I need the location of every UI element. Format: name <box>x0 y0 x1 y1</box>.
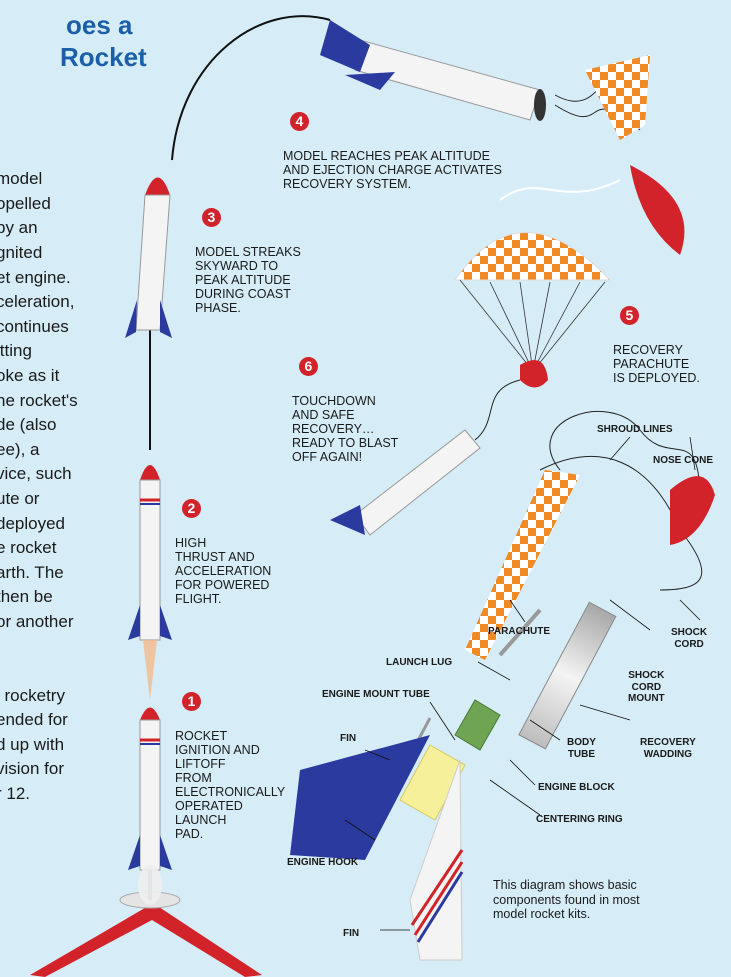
step-5: 5 RECOVERY PARACHUTE IS DEPLOYED. <box>613 292 700 399</box>
body-text-line: arth. The <box>0 561 136 586</box>
step-number-badge: 5 <box>620 306 639 325</box>
body-text-line: model <box>0 167 136 192</box>
step-number-badge: 1 <box>182 692 201 711</box>
body-text-line: ee), a <box>0 438 136 463</box>
body-text-line: oke as it <box>0 364 136 389</box>
body-text-line: deployed <box>0 512 136 537</box>
body-text-line: gnited <box>0 241 136 266</box>
body-text-line: he rocket's <box>0 389 136 414</box>
step-number-badge: 4 <box>290 112 309 131</box>
body-text-line: de (also <box>0 413 136 438</box>
body-text-line: d up with <box>0 733 136 758</box>
body-text-line: r 12. <box>0 782 136 807</box>
step-3: 3 MODEL STREAKS SKYWARD TO PEAK ALTITUDE… <box>195 194 301 329</box>
label-shock-cord: SHOCK CORD <box>671 627 707 650</box>
page-title-line2: Rocket <box>60 42 147 72</box>
label-engine-hook: ENGINE HOOK <box>287 857 358 869</box>
label-shock-cord-mount: SHOCK CORD MOUNT <box>628 670 665 705</box>
parachute-deployed <box>455 233 610 388</box>
step-6: 6 TOUCHDOWN AND SAFE RECOVERY… READY TO … <box>292 343 398 478</box>
body-text-line: l rocketry <box>0 684 136 709</box>
body-text-line: continues <box>0 315 136 340</box>
label-engine-block: ENGINE BLOCK <box>538 782 615 794</box>
body-text-line: vice, such <box>0 462 136 487</box>
body-text-line: opelled <box>0 192 136 217</box>
label-nose-cone: NOSE CONE <box>653 455 713 467</box>
step-2: 2 HIGH THRUST AND ACCELERATION FOR POWER… <box>175 485 271 620</box>
body-text-line: celeration, <box>0 290 136 315</box>
step-4: 4 MODEL REACHES PEAK ALTITUDE AND EJECTI… <box>283 98 502 205</box>
body-text-line: et engine. <box>0 266 136 291</box>
label-parachute: PARACHUTE <box>488 626 550 638</box>
step-number-badge: 6 <box>299 357 318 376</box>
body-text-line: ended for <box>0 708 136 733</box>
label-fin-top: FIN <box>340 733 356 745</box>
label-recovery-wadding: RECOVERY WADDING <box>640 737 696 760</box>
label-launch-lug: LAUNCH LUG <box>386 657 452 669</box>
step-1: 1 ROCKET IGNITION AND LIFTOFF FROM ELECT… <box>175 678 285 855</box>
body-text-line: e rocket <box>0 536 136 561</box>
body-text-line: then be <box>0 585 136 610</box>
step-text: ROCKET IGNITION AND LIFTOFF FROM ELECTRO… <box>175 729 285 841</box>
step-text: TOUCHDOWN AND SAFE RECOVERY… READY TO BL… <box>292 394 398 464</box>
body-text-line <box>0 634 136 659</box>
label-centering-ring: CENTERING RING <box>536 814 623 826</box>
body-text-line: vision for <box>0 757 136 782</box>
body-text-line: ute or <box>0 487 136 512</box>
step-text: HIGH THRUST AND ACCELERATION FOR POWERED… <box>175 536 271 606</box>
body-text-line: by an <box>0 216 136 241</box>
label-body-tube: BODY TUBE <box>567 737 596 760</box>
body-text-line: itting <box>0 339 136 364</box>
step-text: MODEL STREAKS SKYWARD TO PEAK ALTITUDE D… <box>195 245 301 315</box>
step-number-badge: 3 <box>202 208 221 227</box>
diagram-caption: This diagram shows basic components foun… <box>493 878 693 922</box>
body-text-line <box>0 659 136 684</box>
body-text-line: or another <box>0 610 136 635</box>
label-shroud-lines: SHROUD LINES <box>597 424 673 436</box>
step-text: MODEL REACHES PEAK ALTITUDE AND EJECTION… <box>283 149 502 191</box>
page-title: oes a <box>0 10 133 40</box>
step-text: RECOVERY PARACHUTE IS DEPLOYED. <box>613 343 700 385</box>
step-number-badge: 2 <box>182 499 201 518</box>
label-engine-mount-tube: ENGINE MOUNT TUBE <box>322 689 430 701</box>
label-fin-bottom: FIN <box>343 928 359 940</box>
